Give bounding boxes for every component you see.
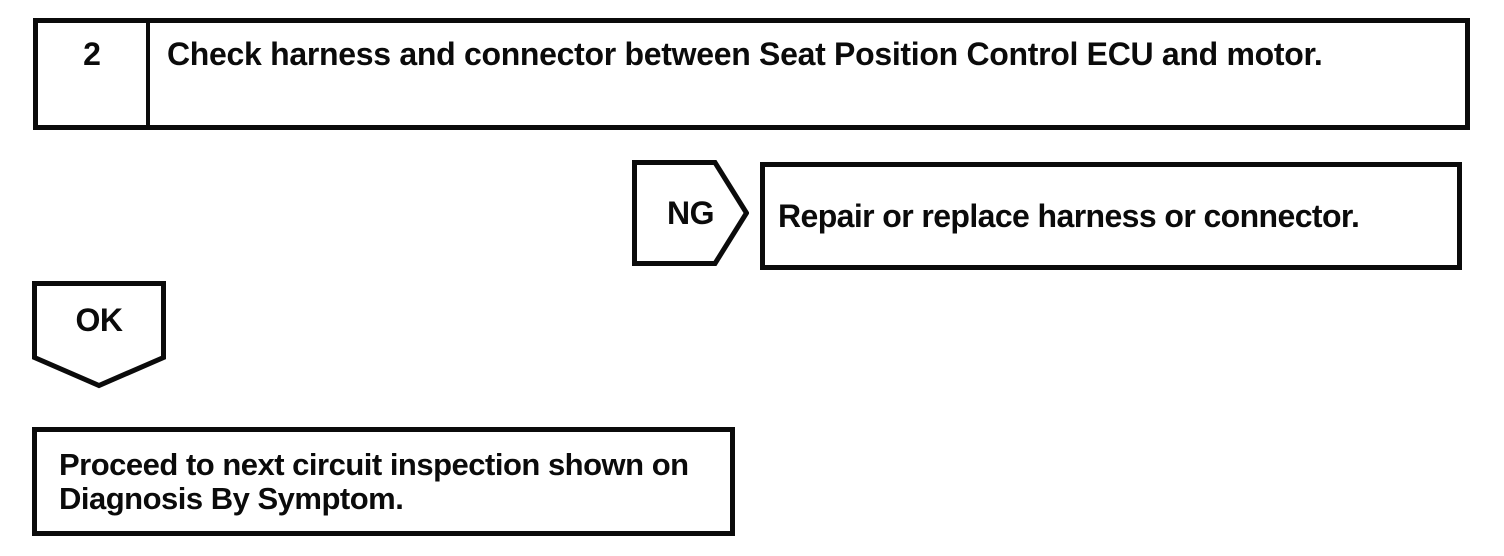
step-instruction-cell: Check harness and connector between Seat… <box>150 23 1465 125</box>
ok-result-box: Proceed to next circuit inspection shown… <box>32 427 735 536</box>
ng-branch-node: NG <box>632 160 749 266</box>
step-box: 2 Check harness and connector between Se… <box>33 18 1470 130</box>
ng-action-text: Repair or replace harness or connector. <box>778 197 1360 234</box>
ok-arrow-down-pentagon-icon <box>32 281 166 389</box>
ok-label: OK <box>75 302 124 338</box>
ng-label: NG <box>667 194 715 231</box>
ok-result-line-2: Diagnosis By Symptom. <box>59 480 404 516</box>
ok-branch-node: OK <box>32 281 166 389</box>
step-number-cell: 2 <box>38 23 150 125</box>
ng-arrow-right-pentagon-icon <box>632 160 749 266</box>
ng-action-box: Repair or replace harness or connector. <box>760 162 1462 270</box>
step-instruction-text: Check harness and connector between Seat… <box>167 36 1323 72</box>
step-number: 2 <box>83 36 101 72</box>
ok-result-line-1: Proceed to next circuit inspection shown… <box>59 446 689 482</box>
